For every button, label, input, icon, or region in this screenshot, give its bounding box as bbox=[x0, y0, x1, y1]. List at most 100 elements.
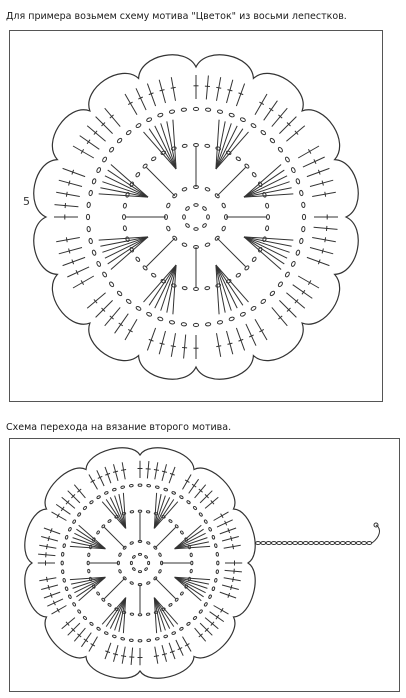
motif-2-outer-chain bbox=[72, 519, 76, 523]
motif-1-middle-chain bbox=[129, 181, 134, 187]
motif-2-middle-chain bbox=[122, 512, 126, 515]
motif-2-outer-stitch bbox=[154, 470, 159, 471]
motif-2-middle-chain bbox=[180, 591, 184, 595]
motif-1-inner-chain bbox=[194, 186, 199, 189]
motif-2-petal-fan bbox=[76, 577, 105, 597]
motif-2-outer-chain bbox=[65, 535, 68, 539]
motif-1-outer-chain bbox=[250, 123, 256, 128]
motif-2-outer-stitch bbox=[122, 462, 125, 479]
motif-2-inner-chain bbox=[138, 584, 141, 586]
motif-2-outer-stitch bbox=[214, 606, 229, 615]
motif-1-outer-stitch bbox=[236, 84, 244, 107]
motif-2-middle-chain bbox=[122, 611, 126, 614]
motif-1-outer-stitch bbox=[302, 290, 305, 294]
motif-1-center-ring bbox=[183, 215, 186, 219]
motif-1-outer-stitch bbox=[96, 117, 113, 134]
motif-2-petal-fan bbox=[154, 497, 169, 528]
motif-2-outer-stitch bbox=[68, 491, 80, 503]
motif-1-middle-chain bbox=[267, 215, 270, 220]
motif-1-inner-chain bbox=[194, 246, 199, 249]
motif-2-outer-stitch bbox=[105, 473, 110, 475]
motif-1-outer-chain bbox=[296, 178, 301, 184]
motif-2-middle-chain bbox=[89, 577, 92, 581]
motif-2-middle-chain bbox=[92, 584, 95, 588]
motif-1-outer-chain bbox=[146, 312, 152, 317]
motif-1-outer-stitch bbox=[264, 101, 278, 121]
motif-2-outer-stitch bbox=[195, 485, 206, 498]
motif-2-outer-stitch bbox=[77, 634, 81, 637]
motif-2-outer-stitch bbox=[52, 606, 67, 615]
motif-2-outer-stitch bbox=[48, 585, 49, 590]
motif-2-inner-chain bbox=[153, 576, 157, 580]
motif-2-center-ring bbox=[144, 555, 148, 559]
motif-1-outer-chain bbox=[229, 317, 235, 322]
motif-2-inner-chain bbox=[130, 541, 134, 544]
motif-1-middle-chain bbox=[265, 203, 269, 208]
motif-2-outer-chain bbox=[216, 552, 219, 556]
motif-2-outer-chain bbox=[212, 535, 215, 539]
motif-1-outer-stitch bbox=[279, 117, 296, 134]
motif-1-petal-fan bbox=[216, 265, 249, 302]
joining-chain-link bbox=[351, 542, 356, 545]
motif-2-outer-chain bbox=[65, 587, 68, 591]
motif-1-outer-stitch bbox=[55, 205, 79, 207]
motif-2-outer-stitch bbox=[162, 471, 167, 472]
motif-1-spoke bbox=[217, 168, 245, 196]
motif-1-petal-fan bbox=[149, 129, 176, 169]
motif-2-petal-fan bbox=[154, 496, 165, 529]
motif-2-outer-stitch bbox=[228, 593, 230, 598]
motif-2-outer-chain bbox=[214, 578, 217, 582]
motif-2-petal-fan bbox=[175, 525, 202, 549]
motif-2-inner-chain bbox=[123, 576, 127, 580]
motif-1-outer-stitch bbox=[287, 308, 291, 312]
joining-chain-link bbox=[314, 542, 319, 545]
motif-2-petal-fan bbox=[106, 499, 126, 528]
motif-1-outer-stitch bbox=[76, 270, 78, 275]
motif-2-outer-stitch bbox=[155, 647, 158, 664]
motif-2-outer-chain bbox=[208, 595, 212, 599]
motif-2-outer-stitch bbox=[176, 640, 183, 656]
motif-1-spoke bbox=[217, 238, 245, 266]
motif-2-outer-stitch bbox=[205, 494, 209, 498]
motif-2-middle-chain bbox=[188, 545, 191, 549]
motif-2-outer-chain bbox=[155, 637, 159, 640]
motif-1-inner-chain bbox=[172, 193, 178, 199]
motif-2-outer-stitch bbox=[200, 623, 212, 635]
motif-1-outer-chain bbox=[229, 113, 235, 118]
motif-2-inner-chain bbox=[123, 546, 127, 550]
motif-2-petal-fan bbox=[74, 577, 105, 592]
motif-1-outer-stitch bbox=[286, 126, 304, 142]
motif-1-outer-chain bbox=[146, 117, 152, 122]
motif-2-petal-fan bbox=[175, 533, 206, 548]
motif-1-outer-stitch bbox=[259, 329, 263, 332]
motif-1-outer-stitch bbox=[259, 102, 263, 105]
caption-first-diagram: Для примера возьмем схему мотива "Цветок… bbox=[6, 11, 347, 22]
motif-1-outer-chain bbox=[181, 108, 187, 112]
motif-1-middle-chain bbox=[215, 283, 220, 287]
motif-2-middle-chain bbox=[107, 519, 111, 523]
motif-1-outer-stitch bbox=[94, 299, 97, 303]
motif-1-outer-chain bbox=[89, 238, 93, 244]
motif-1-outer-stitch bbox=[87, 293, 105, 309]
motif-2-petal-fan bbox=[175, 546, 211, 548]
motif-1-center-ring bbox=[202, 223, 207, 228]
motif-1-middle-chain bbox=[135, 256, 140, 262]
motif-2-inner-chain bbox=[158, 569, 161, 573]
motif-1-middle-chain bbox=[244, 163, 250, 169]
motif-1-petal-fan bbox=[244, 176, 287, 197]
joining-chain-link bbox=[367, 542, 372, 545]
motif-1-outer-stitch bbox=[81, 280, 84, 284]
motif-1-outer-stitch bbox=[160, 343, 165, 344]
motif-1-outer-chain bbox=[299, 238, 303, 244]
motif-2-inner-chain bbox=[146, 541, 150, 544]
motif-1-center-ring bbox=[194, 204, 198, 207]
motif-1-outer-chain bbox=[302, 214, 305, 219]
motif-1-outer-chain bbox=[169, 320, 175, 324]
motif-1-outer-stitch bbox=[171, 87, 176, 88]
motif-1-outer-stitch bbox=[63, 168, 86, 176]
motif-1-petal-fan bbox=[244, 165, 281, 198]
motif-2-outer-chain bbox=[172, 491, 176, 495]
motif-1-outer-chain bbox=[291, 167, 296, 173]
motif-1-outer-stitch bbox=[136, 88, 146, 110]
caption-second-diagram: Схема перехода на вязание второго мотива… bbox=[6, 422, 232, 433]
